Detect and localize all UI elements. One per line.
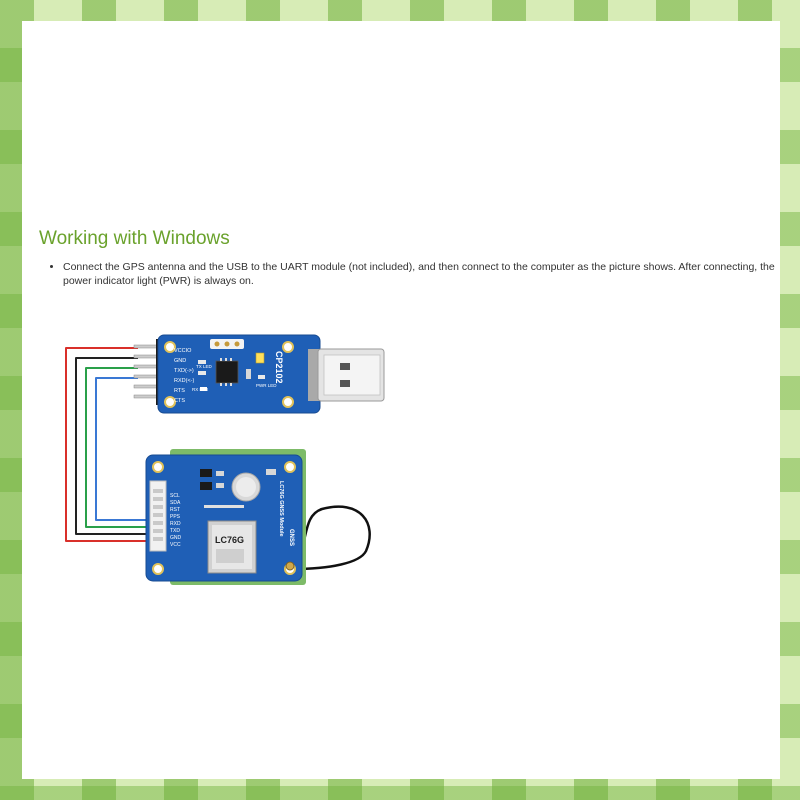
wiring-diagram-image: VCCIO GND TXD(->) RXD(<-) RTS CTS TX LED… — [65, 334, 385, 585]
document-page: Working with Windows Connect the GPS ant… — [22, 21, 780, 779]
usb-pin-label: RTS — [174, 388, 185, 394]
connection-wires — [65, 347, 150, 542]
usb-pin-label: GND — [174, 358, 186, 364]
usb-pin-label: CTS — [174, 398, 185, 404]
instruction-list: Connect the GPS antenna and the USB to t… — [39, 260, 793, 288]
instruction-item: Connect the GPS antenna and the USB to t… — [63, 260, 793, 288]
gnss-pin-label: PPS — [170, 514, 181, 520]
wire-blue — [95, 377, 150, 521]
usb-a-plug — [308, 348, 385, 402]
led-label: PWR LED — [256, 383, 277, 388]
gnss-pin-label: SCL — [170, 493, 180, 499]
usb-pin-label: VCCIO — [174, 348, 192, 354]
gnss-pin-label: VCC — [170, 542, 181, 548]
usb-pin-label: TXD(->) — [174, 368, 194, 374]
chip-name-label: CP2102 — [274, 351, 284, 384]
gnss-pin-label: TXD — [170, 528, 180, 534]
gnss-pin-label: GND — [170, 535, 182, 541]
gnss-module-board: SCL SDA RST PPS RXD TXD GND VCC — [145, 449, 371, 585]
wire-red — [65, 347, 150, 542]
usb-pin-label: RXD(<-) — [174, 378, 194, 384]
antenna-connector — [285, 561, 295, 571]
gnss-pin-label: RST — [170, 507, 180, 513]
wire-black — [75, 357, 150, 535]
antenna-label: GNSS — [288, 529, 294, 546]
wire-green — [85, 367, 150, 528]
led-label: TX LED — [196, 364, 213, 369]
wiring-figure: VCCIO GND TXD(->) RXD(<-) RTS CTS TX LED… — [60, 311, 410, 586]
section-heading: Working with Windows — [39, 228, 230, 249]
cp2102-chip — [215, 360, 239, 384]
module-name-label: LC76G — [215, 535, 244, 545]
gnss-pin-label: SDA — [170, 500, 181, 506]
usb-uart-board: VCCIO GND TXD(->) RXD(<-) RTS CTS TX LED… — [133, 334, 385, 414]
board-title-label: LC76G GNSS Module — [278, 481, 284, 537]
led-label: RX LED — [192, 387, 209, 392]
gnss-pin-label: RXD — [170, 521, 181, 527]
